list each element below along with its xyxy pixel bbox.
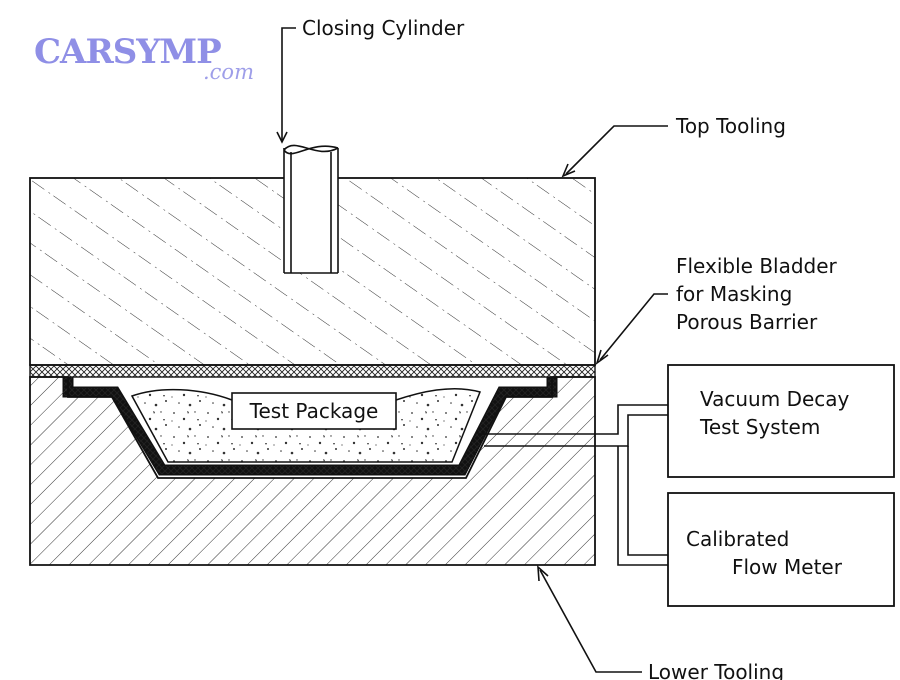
lower-tooling-label: Lower Tooling xyxy=(648,660,784,680)
bladder-label-line3: Porous Barrier xyxy=(676,310,818,334)
vacuum-decay-test-system-box: Vacuum Decay Test System xyxy=(667,364,895,478)
lower-tooling-block xyxy=(29,376,596,566)
carsymp-logo: CARSYMP .com xyxy=(34,32,254,84)
lower-tooling-callout: Lower Tooling xyxy=(537,565,784,680)
vacuum-decay-label-line2: Test System xyxy=(699,415,820,439)
closing-cylinder-callout: Closing Cylinder xyxy=(276,16,465,144)
vacuum-tubing xyxy=(478,404,668,566)
bladder-callout: Flexible Bladder for Masking Porous Barr… xyxy=(595,254,838,366)
closing-cylinder-label: Closing Cylinder xyxy=(302,16,465,40)
svg-text:.com: .com xyxy=(203,60,254,84)
test-package-label: Test Package xyxy=(249,399,379,423)
bladder-label-line2: for Masking xyxy=(676,282,792,306)
closing-cylinder-rod xyxy=(283,144,339,274)
bladder-label-line1: Flexible Bladder xyxy=(676,254,838,278)
top-tooling-callout: Top Tooling xyxy=(561,114,786,178)
svg-text:CARSYMP: CARSYMP xyxy=(34,32,221,72)
test-package: Test Package xyxy=(130,387,482,463)
calibrated-flow-meter-box: Calibrated Flow Meter xyxy=(667,492,895,607)
flexible-bladder xyxy=(29,364,596,476)
top-tooling-label: Top Tooling xyxy=(675,114,786,138)
flow-meter-label-line2: Flow Meter xyxy=(732,555,843,579)
vacuum-decay-label-line1: Vacuum Decay xyxy=(700,387,850,411)
flow-meter-label-line1: Calibrated xyxy=(686,527,789,551)
